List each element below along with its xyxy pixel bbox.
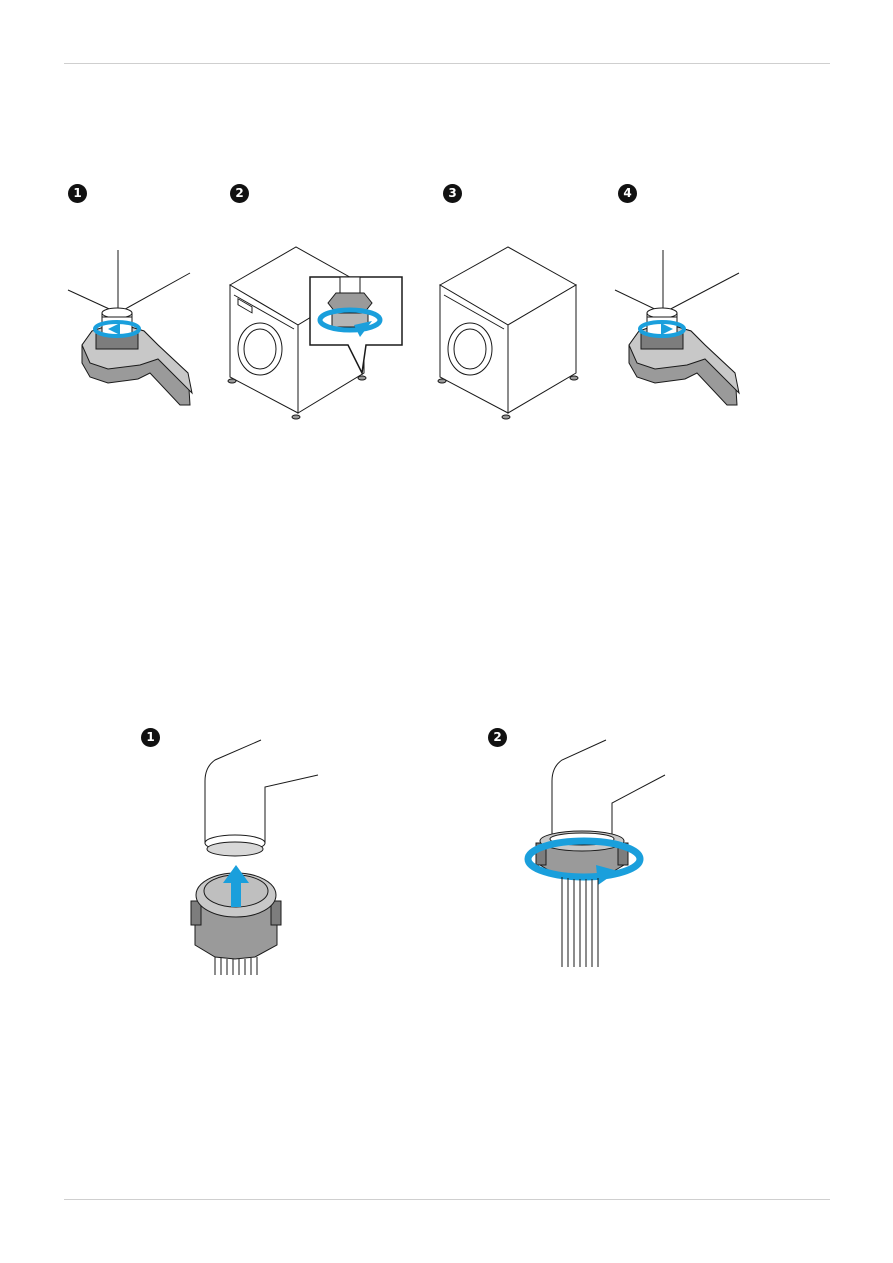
washing-machine-level-illustration — [438, 245, 583, 430]
hose-step-badge-1: 1 — [141, 728, 160, 747]
wrench-tighten-illustration — [615, 245, 745, 410]
hose-attach-illustration — [185, 735, 325, 975]
hose-tighten-illustration — [520, 735, 670, 975]
step-badge-3: 3 — [443, 184, 462, 203]
step-badge-4: 4 — [618, 184, 637, 203]
washing-machine-adjust-illustration — [228, 245, 408, 430]
step-badge-2: 2 — [230, 184, 249, 203]
hose-step-badge-2: 2 — [488, 728, 507, 747]
bottom-rule — [64, 1199, 830, 1200]
wrench-loosen-illustration — [68, 245, 198, 410]
top-rule — [64, 63, 830, 64]
step-badge-1: 1 — [68, 184, 87, 203]
